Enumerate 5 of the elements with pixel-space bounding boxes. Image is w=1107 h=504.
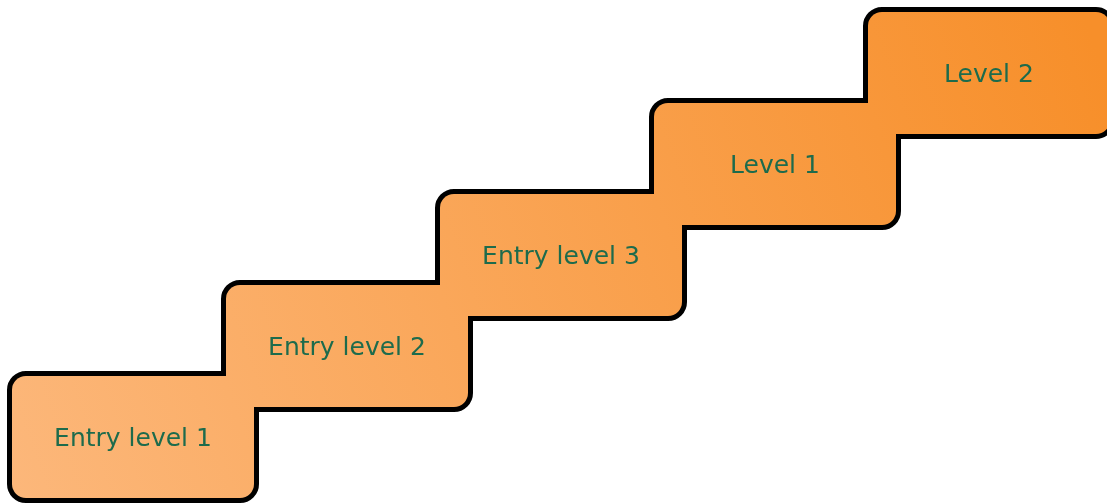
step-label: Entry level 2 <box>268 331 426 361</box>
step-label: Level 2 <box>944 58 1034 88</box>
step-label: Entry level 3 <box>482 240 640 270</box>
step-label: Entry level 1 <box>54 422 212 452</box>
step-label: Level 1 <box>730 149 820 179</box>
